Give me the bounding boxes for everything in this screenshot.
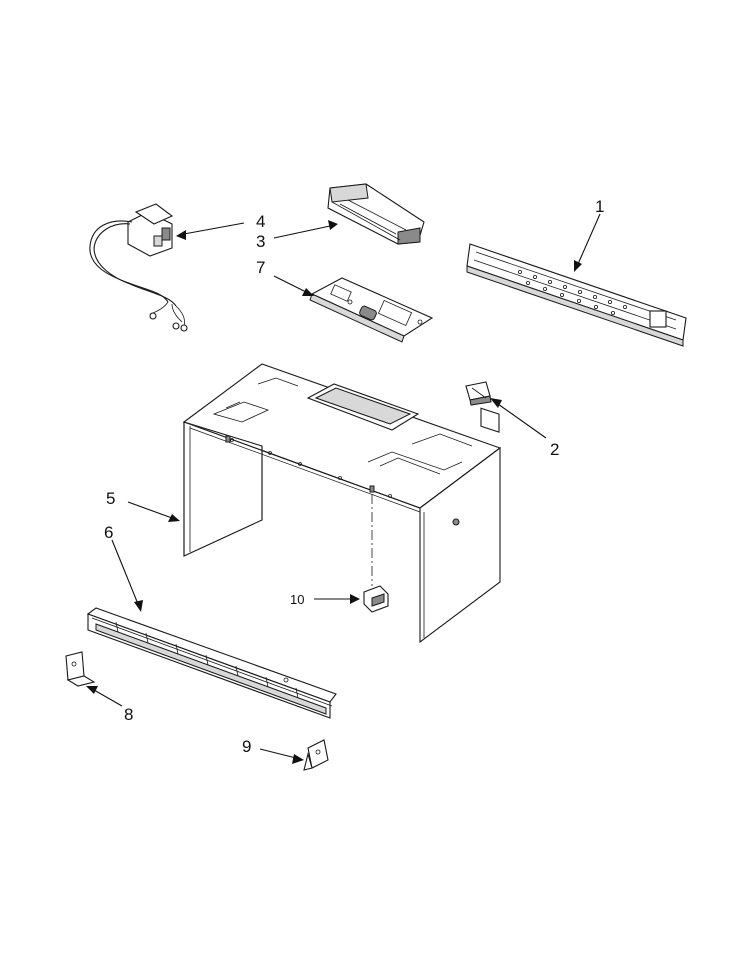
part-9-bracket[interactable] — [303, 739, 329, 771]
callout-2: 2 — [550, 440, 559, 459]
callout-10: 10 — [290, 592, 304, 607]
part-10-switch[interactable] — [363, 585, 389, 613]
part-7-bracket[interactable] — [309, 277, 434, 343]
callout-6: 6 — [104, 523, 113, 542]
rail-holes — [518, 269, 628, 315]
part-1-mounting-rail[interactable] — [466, 243, 687, 433]
callout-5: 5 — [106, 489, 115, 508]
callout-7: 7 — [256, 258, 265, 277]
leader-lines — [86, 213, 601, 764]
callout-3: 3 — [256, 232, 265, 251]
callout-8: 8 — [124, 705, 133, 724]
part-4-power-cord[interactable] — [89, 203, 188, 332]
rail-bracket-right — [649, 310, 667, 328]
part-8-bracket[interactable] — [65, 651, 96, 687]
trim-bar-ribs — [115, 621, 299, 699]
part-3-damper[interactable] — [327, 183, 425, 245]
rail-bracket-left — [480, 407, 500, 433]
part-2-clip[interactable] — [465, 381, 492, 406]
callout-1: 1 — [595, 197, 604, 216]
part-5-cabinet[interactable] — [182, 363, 502, 644]
callout-4: 4 — [256, 212, 265, 231]
callout-9: 9 — [242, 737, 251, 756]
part-6-trim-bar[interactable] — [86, 607, 337, 719]
